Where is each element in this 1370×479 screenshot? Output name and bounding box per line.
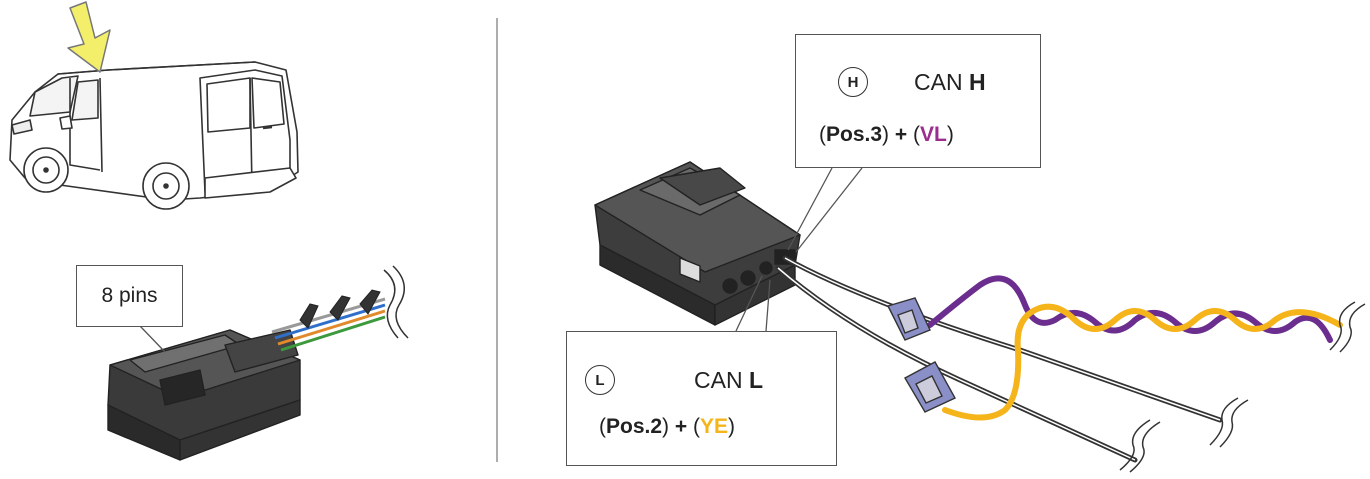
canl-title: CAN L [694,367,763,394]
clip-upper [887,297,931,341]
canh-pointer-a [787,167,833,251]
canh-pointer-b [795,167,863,253]
canl-pointer-b [765,279,771,332]
canl-pos-line: (Pos.2) + (YE) [599,415,735,439]
connector-leads [775,255,1223,463]
clip-lower [904,361,956,413]
canh-plus: + [894,123,908,146]
wire-yellow-canl [942,303,1343,421]
canl-color-code: YE [699,415,728,438]
pins-label: 8 pins [101,284,158,307]
canl-pos: Pos.2 [606,415,663,438]
tape-wraps [299,289,381,329]
pins-callout: 8 pins [76,265,183,327]
connector-8pin [107,329,301,461]
canl-prefix: CAN [694,367,749,393]
canl-plus: + [674,415,688,438]
canl-pointer-a [735,275,763,332]
canh-pos-close: ) [882,123,890,146]
canh-callout: H CAN H (Pos.3) + (VL) [795,34,1041,168]
canh-badge: H [838,67,868,97]
pins-pointer [139,325,166,353]
canh-pos-open: ( [819,123,826,146]
van-illustration [9,61,299,210]
canh-letter: H [968,69,986,95]
canh-prefix: CAN [914,69,969,95]
canh-pos-line: (Pos.3) + (VL) [819,123,954,147]
canh-color-close: ) [946,123,954,146]
canl-callout: L CAN L (Pos.2) + (YE) [566,331,837,466]
canl-badge: L [585,365,615,395]
location-arrow-icon [67,1,111,73]
canh-title: CAN H [914,69,986,96]
canh-color-code: VL [919,123,947,146]
canl-pos-open: ( [599,415,606,438]
canl-letter: L [748,367,764,393]
canl-color-close: ) [728,415,735,438]
connector-main [594,161,801,326]
wire-highlight [777,257,1221,461]
break-symbol-8pin [383,265,409,339]
canh-color-open: ( [912,123,920,146]
canl-pos-close: ) [662,415,670,438]
canh-pos: Pos.3 [826,123,883,146]
canl-color-open: ( [692,415,700,438]
break-symbols-main [1119,301,1366,473]
